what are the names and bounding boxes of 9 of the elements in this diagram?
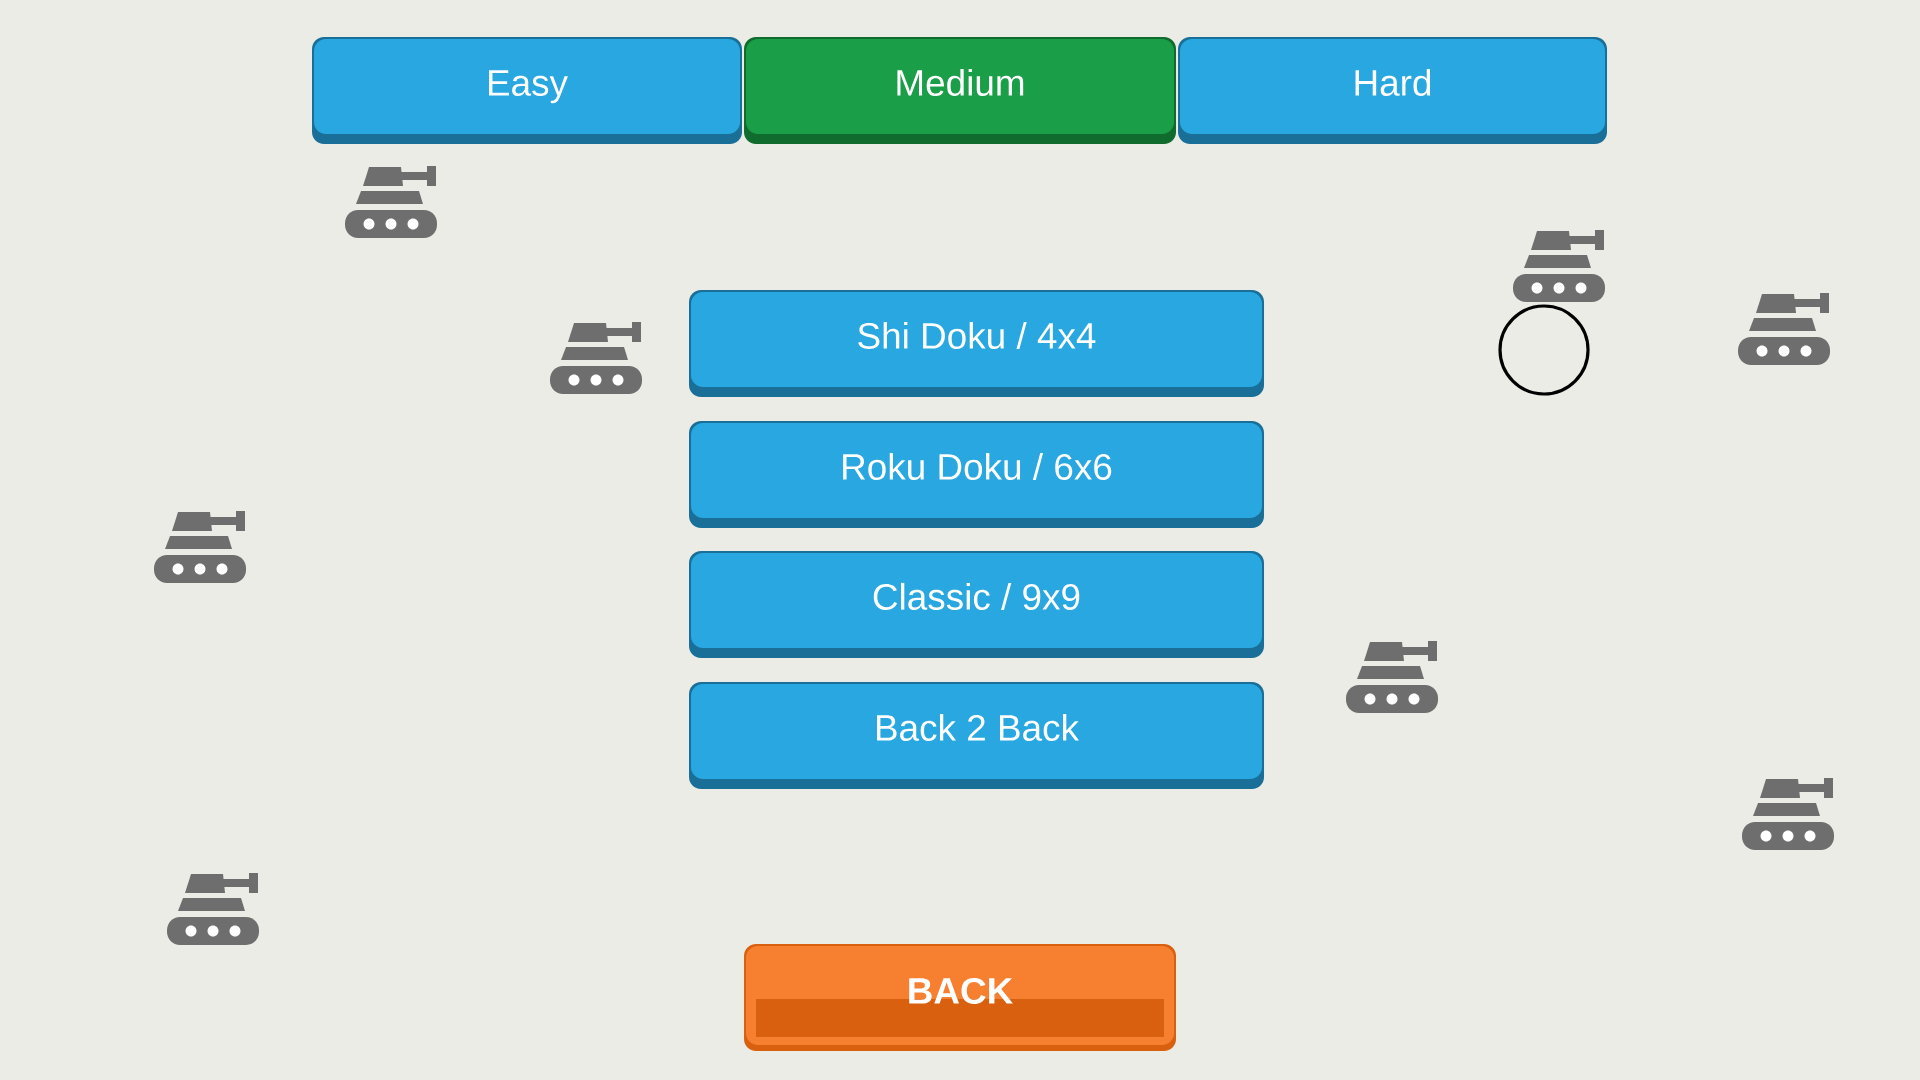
menu-button: Roku Doku / 6x6 bbox=[689, 421, 1264, 528]
circle-outline bbox=[1498, 304, 1590, 396]
menu-button: Shi Doku / 4x4 bbox=[689, 290, 1264, 397]
tab-button: Easy bbox=[312, 37, 742, 144]
tab-button: Medium bbox=[744, 37, 1176, 144]
menu-button: Classic / 9x9 bbox=[689, 551, 1264, 658]
tab-button: Hard bbox=[1178, 37, 1607, 144]
menu-button: Back 2 Back bbox=[689, 682, 1264, 789]
back-button: BACK bbox=[744, 944, 1176, 1051]
